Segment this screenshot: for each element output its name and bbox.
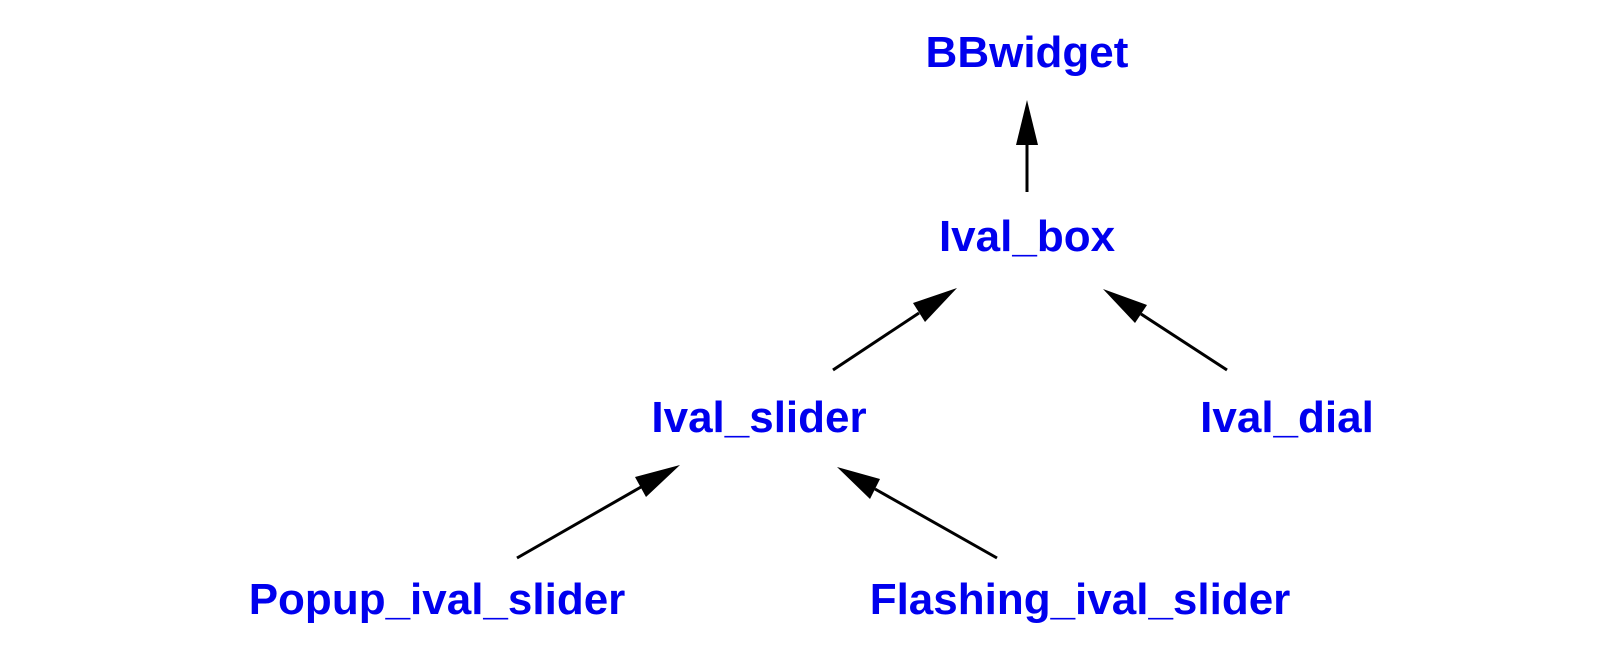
edge-ival-dial-to-ival-box bbox=[1103, 289, 1228, 372]
node-ival-slider: Ival_slider bbox=[651, 393, 867, 442]
node-bbwidget: BBwidget bbox=[925, 28, 1129, 77]
node-ival-dial: Ival_dial bbox=[1200, 393, 1374, 442]
edge-ival-box-to-bbwidget bbox=[1016, 100, 1038, 192]
edge-flashing-to-ival-slider bbox=[837, 467, 998, 560]
edge-ival-slider-to-ival-box bbox=[832, 288, 957, 372]
edge-popup-to-ival-slider bbox=[516, 465, 680, 560]
node-flashing-ival-slider: Flashing_ival_slider bbox=[869, 575, 1291, 624]
node-popup-ival-slider: Popup_ival_slider bbox=[248, 575, 626, 624]
node-ival-box: Ival_box bbox=[938, 212, 1116, 261]
